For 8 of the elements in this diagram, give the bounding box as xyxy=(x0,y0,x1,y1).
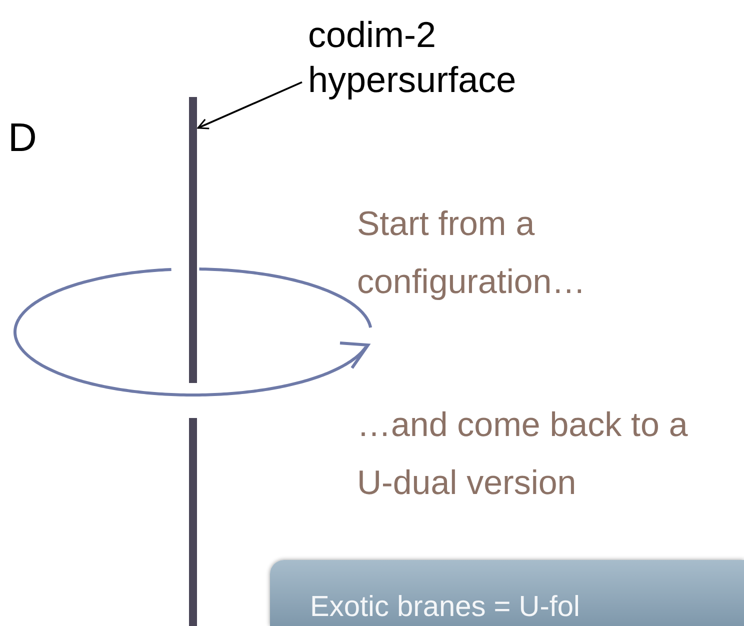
axis-label: D xyxy=(8,115,38,162)
vertical-hypersurface-line xyxy=(189,97,197,626)
description-text: …and come back to a U-dual version xyxy=(357,405,689,504)
leader-line xyxy=(197,81,302,130)
panel-heading: Exotic branes = U-fol xyxy=(310,590,580,625)
description-text: Start from a configuration… xyxy=(357,204,587,303)
callout-panel xyxy=(270,560,744,626)
hypersurface-label: codim-2 hypersurface xyxy=(308,13,518,102)
